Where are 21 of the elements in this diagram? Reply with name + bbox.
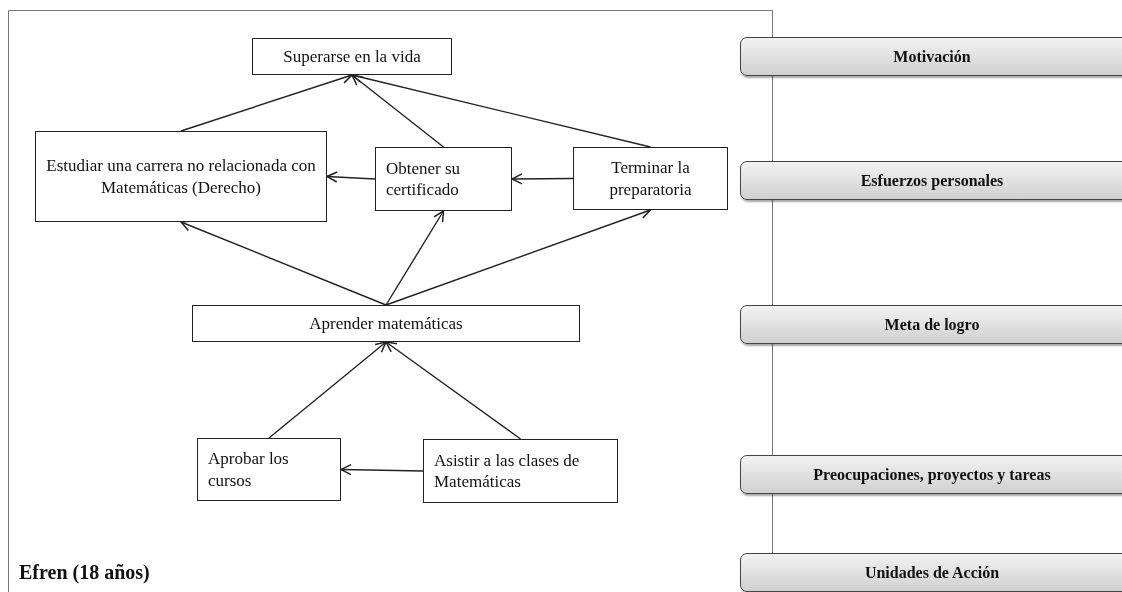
process-box: Aprobar los cursos	[197, 438, 341, 501]
process-box: Obtener su certificado	[375, 147, 512, 211]
arrow	[340, 463, 424, 476]
arrow	[268, 341, 387, 439]
arrow	[351, 74, 445, 148]
arrow	[385, 210, 445, 306]
category-band: Preocupaciones, proyectos y tareas	[740, 455, 1122, 494]
arrow	[180, 220, 387, 306]
arrow	[511, 173, 574, 185]
person-label: Efren (18 años)	[19, 561, 150, 584]
category-band: Motivación	[740, 37, 1122, 76]
process-box: Terminar la preparatoria	[573, 147, 728, 210]
category-band: Unidades de Acción	[740, 553, 1122, 592]
process-box: Aprender matemáticas	[192, 305, 580, 342]
process-box: Asistir a las clases de Matemáticas	[423, 439, 618, 503]
process-box: Superarse en la vida	[252, 38, 452, 75]
category-band: Esfuerzos personales	[740, 161, 1122, 200]
category-band: Meta de logro	[740, 305, 1122, 344]
process-box: Estudiar una carrera no relacionada con Matemáticas (Derecho)	[35, 131, 327, 222]
arrow	[326, 171, 376, 183]
arrow	[385, 341, 522, 440]
